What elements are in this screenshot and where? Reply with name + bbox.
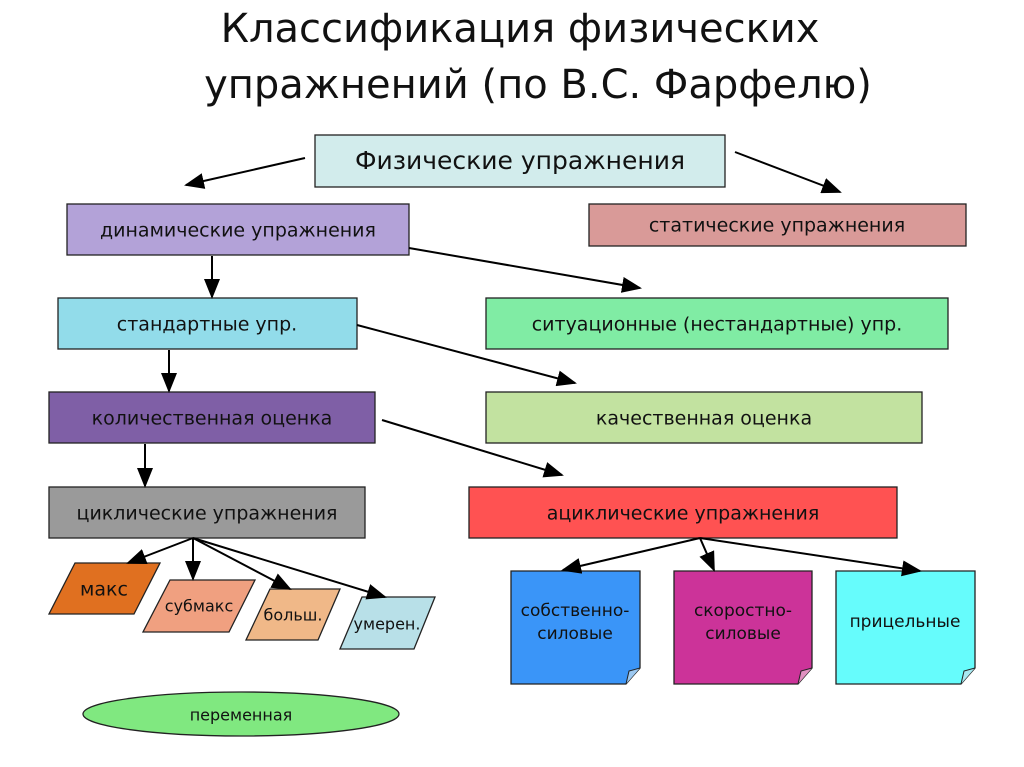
node-speed-label-1: скоростно- <box>694 601 792 621</box>
node-variable-label: переменная <box>190 706 293 725</box>
node-static: статические упражнения <box>588 203 967 247</box>
node-variable: переменная <box>82 691 400 737</box>
node-large-label: больш. <box>263 606 322 625</box>
node-acyclic-label: ациклические упражнения <box>547 503 820 525</box>
node-standard: стандартные упр. <box>57 297 358 350</box>
node-cyclic: циклические упражнения <box>48 486 366 539</box>
node-speed: скоростно-силовые <box>673 570 813 685</box>
node-max: макс <box>47 562 162 615</box>
node-moderate-label: умерен. <box>354 615 421 634</box>
node-acyclic: ациклические упражнения <box>468 486 898 539</box>
node-root: Физические упражнения <box>314 134 726 188</box>
arrows <box>126 151 922 600</box>
node-max-label: макс <box>80 579 128 601</box>
node-aiming: прицельные <box>835 570 976 685</box>
node-speed-label-2: силовые <box>705 624 781 644</box>
title-line-2: упражнений (по В.С. Фарфелю) <box>204 62 872 108</box>
node-moderate: умерен. <box>339 596 436 650</box>
node-situational-label: ситуационные (нестандартные) упр. <box>532 314 903 336</box>
node-power-label-2: силовые <box>537 624 613 644</box>
node-aiming-label: прицельные <box>850 612 961 632</box>
node-power-label-1: собственно- <box>521 601 630 621</box>
node-qualitative: качественная оценка <box>485 391 923 444</box>
node-standard-label: стандартные упр. <box>117 314 297 336</box>
node-large: больш. <box>244 588 341 641</box>
node-quantitative-label: количественная оценка <box>92 408 333 430</box>
node-power: собственно-силовые <box>510 570 641 685</box>
node-dynamic-label: динамические упражнения <box>100 220 376 242</box>
node-submax: субмакс <box>141 579 257 633</box>
node-dynamic: динамические упражнения <box>66 203 410 256</box>
title-line-1: Классификация физических <box>221 6 820 52</box>
node-quantitative: количественная оценка <box>48 391 376 444</box>
node-submax-label: субмакс <box>165 597 233 616</box>
node-situational: ситуационные (нестандартные) упр. <box>485 297 949 350</box>
node-static-label: статические упражнения <box>649 215 905 237</box>
node-qualitative-label: качественная оценка <box>596 408 812 430</box>
node-root-label: Физические упражнения <box>355 146 685 175</box>
node-cyclic-label: циклические упражнения <box>77 503 338 525</box>
